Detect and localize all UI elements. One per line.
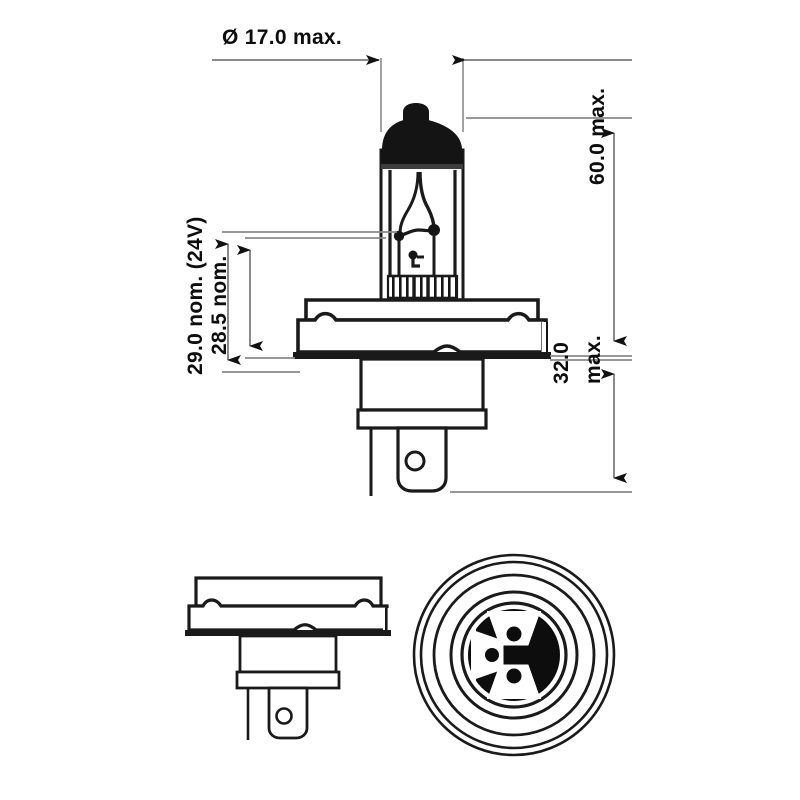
glass-black-tip-coating — [381, 102, 463, 151]
base-length-qualifier-label: max. — [582, 335, 605, 384]
lamp-base-body — [356, 357, 488, 430]
ring-outer-4 — [449, 590, 579, 720]
base-terminal-top — [487, 611, 541, 646]
dimension-29-nom: 29.0 nom. (24V) — [184, 216, 397, 375]
tip-coating-band — [381, 150, 463, 164]
side-elevation-view — [185, 576, 391, 740]
side-cap-upper-shoulder — [194, 576, 383, 608]
side-base-lower-collar — [235, 670, 341, 690]
filament-assembly — [386, 170, 459, 300]
base-terminal-bottom — [487, 664, 541, 699]
dimension-32-max: 32.0 max. — [450, 335, 632, 493]
side-flange-rim — [185, 630, 391, 636]
cap-upper-shoulder — [304, 298, 540, 322]
terminal-tab-hole — [404, 450, 426, 472]
lamp-cap-flange — [293, 298, 551, 359]
filament-hook-node — [408, 250, 418, 260]
side-cap-flange-plate — [187, 598, 389, 632]
dimension-28p5-nom: 28.5 nom. — [208, 237, 386, 359]
cap-flange-plate — [296, 311, 548, 354]
flange-rim — [293, 352, 551, 359]
filament-node-left — [393, 230, 405, 242]
flange-right-edge-hatch — [541, 322, 548, 352]
pinch-seal-hatched-band — [386, 274, 459, 300]
tip-coating-edge — [381, 164, 463, 169]
side-cap-flange — [185, 576, 391, 636]
base-terminal-left — [471, 629, 504, 681]
terminal-tab — [369, 426, 448, 496]
height-max-label: 60.0 max. — [586, 88, 609, 185]
ring-outer-2 — [419, 560, 609, 750]
ring-outer-1 — [412, 553, 616, 757]
filament-285-nom-label: 28.5 nom. — [208, 255, 231, 355]
filament-loop-upper-b — [398, 171, 420, 235]
side-terminal-tab-hole — [275, 707, 293, 725]
side-terminal-tab — [246, 686, 309, 740]
ring-outer-5 — [460, 601, 568, 709]
diameter-extension-lines — [380, 58, 464, 132]
ring-outer-3 — [432, 573, 596, 737]
filament-loop-upper — [418, 171, 436, 230]
base-end-black-disc — [468, 609, 560, 701]
side-flange-edge-hatch — [383, 608, 389, 630]
base-upper-barrel — [359, 357, 485, 412]
filament-29-nom-label: 29.0 nom. (24V) — [184, 216, 207, 375]
dimension-60-max: 60.0 max. — [466, 88, 632, 357]
glass-envelope — [379, 102, 465, 302]
base-length-value-label: 32.0 — [550, 342, 573, 384]
side-base-body — [235, 634, 341, 690]
filament-node-right — [428, 224, 440, 236]
front-elevation-view: Ø 17.0 max. — [184, 26, 632, 496]
side-base-upper-barrel — [238, 634, 338, 674]
diameter-max-label: Ø 17.0 max. — [222, 26, 342, 49]
base-end-rings — [412, 553, 616, 757]
base-lower-collar — [356, 408, 488, 430]
base-end-view — [412, 553, 616, 757]
